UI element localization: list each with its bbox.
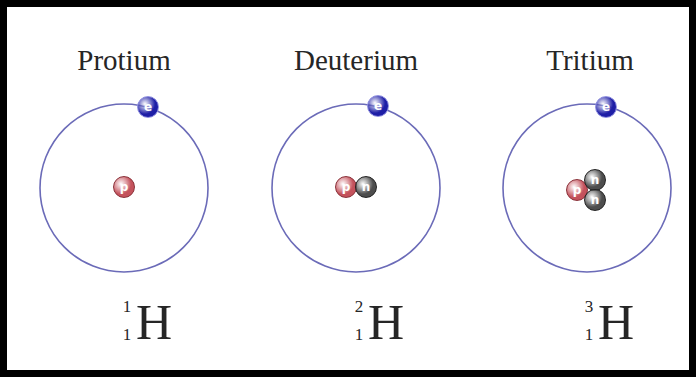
isotope-name: Deuterium xyxy=(294,46,418,75)
particle-letter: e xyxy=(374,100,382,112)
neutron-particle: n xyxy=(355,176,377,198)
mass-number: 2 xyxy=(355,298,364,315)
electron-particle: e xyxy=(595,96,617,118)
particle-letter: e xyxy=(602,101,610,113)
isotope-name: Protium xyxy=(77,46,170,75)
particle-letter: e xyxy=(144,101,152,113)
mass-number: 1 xyxy=(123,298,132,315)
element-symbol: H xyxy=(136,297,172,347)
atomic-number: 1 xyxy=(585,326,594,343)
neutron-particle: n xyxy=(584,169,606,191)
particle-letter: n xyxy=(591,174,600,186)
electron-orbit xyxy=(40,104,208,272)
isotope-name: Tritium xyxy=(546,46,634,75)
neutron-particle: n xyxy=(584,189,606,211)
proton-particle: p xyxy=(335,176,357,198)
particle-letter: n xyxy=(591,194,600,206)
particle-letter: p xyxy=(342,181,351,193)
electron-particle: e xyxy=(137,96,159,118)
electron-orbit xyxy=(272,104,440,272)
element-symbol: H xyxy=(368,297,404,347)
proton-particle: p xyxy=(113,176,135,198)
atomic-number: 1 xyxy=(123,326,132,343)
electron-orbit xyxy=(503,104,671,272)
particle-letter: p xyxy=(573,184,582,196)
element-symbol: H xyxy=(598,297,634,347)
atomic-number: 1 xyxy=(355,326,364,343)
electron-particle: e xyxy=(367,95,389,117)
mass-number: 3 xyxy=(585,298,594,315)
particle-letter: n xyxy=(362,181,371,193)
frame xyxy=(4,4,693,374)
particle-letter: p xyxy=(120,181,129,193)
